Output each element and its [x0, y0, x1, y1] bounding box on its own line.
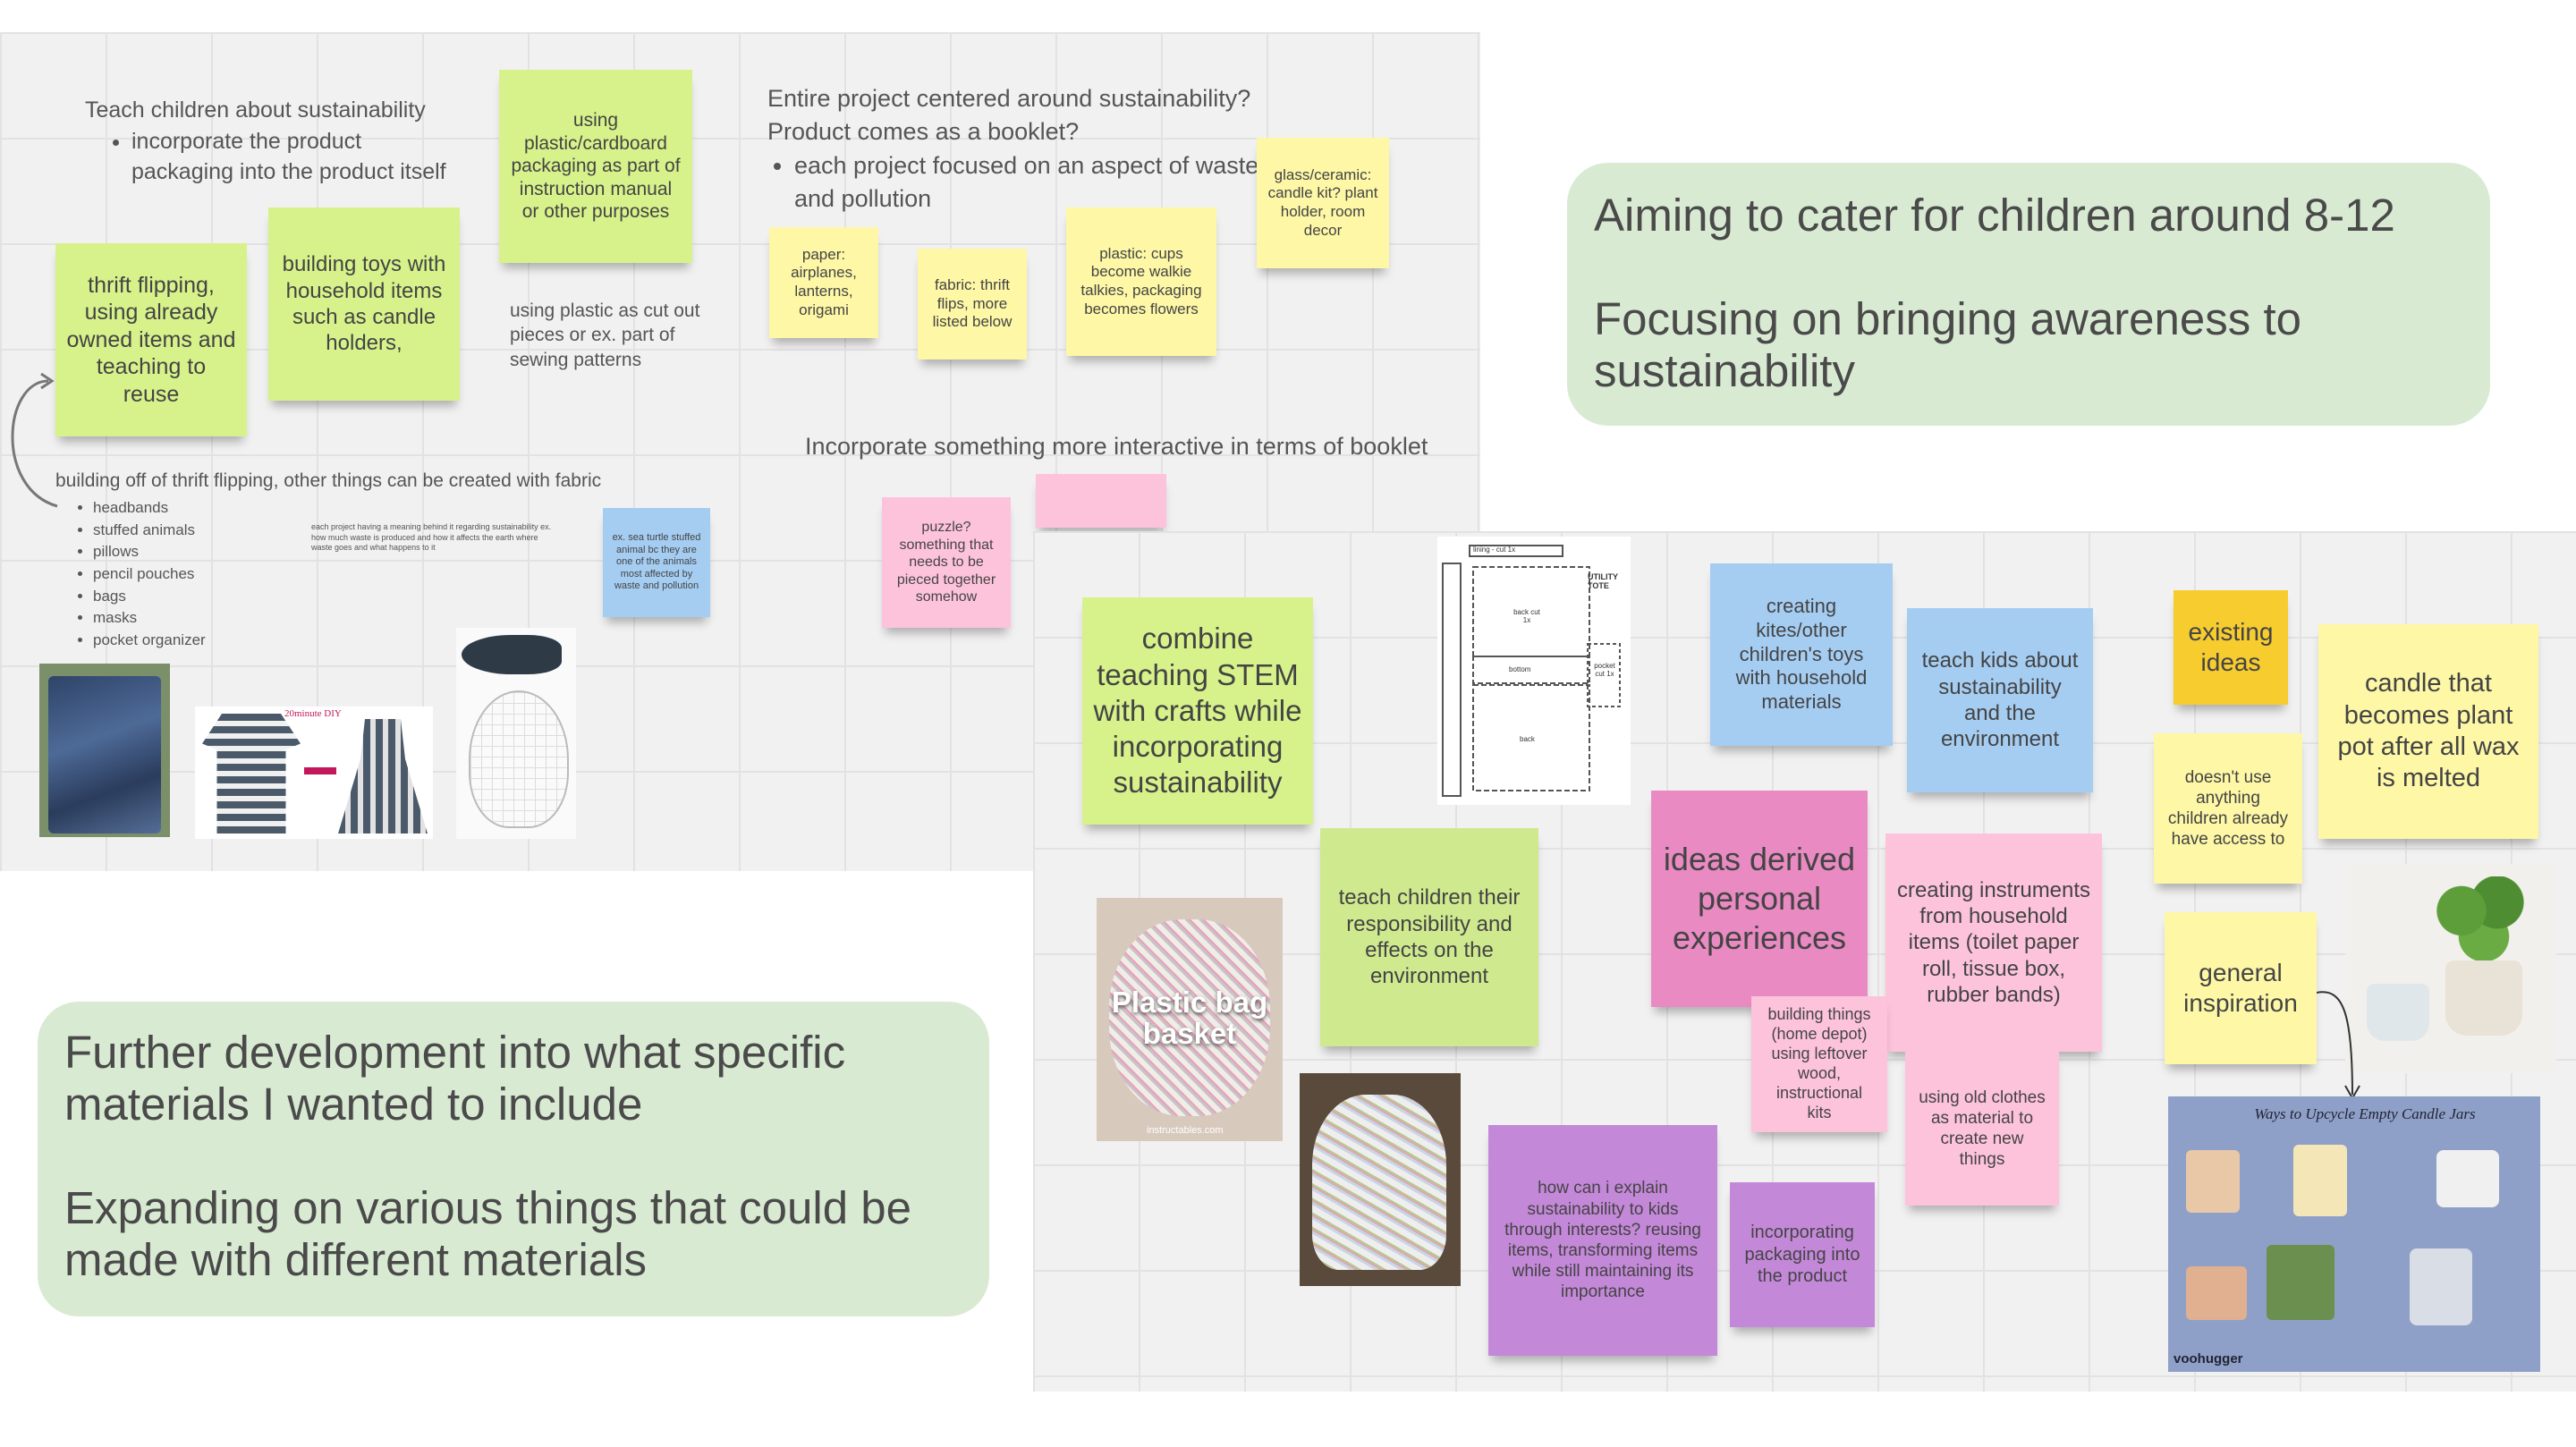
tote-label: back — [1520, 735, 1535, 743]
connector-arrow — [11, 372, 58, 508]
fabric-item: pencil pouches — [93, 563, 682, 586]
candle-jars-brand: voohugger — [2174, 1351, 2243, 1367]
note-candle-plant-pot[interactable]: candle that becomes plant pot after all … — [2318, 624, 2538, 839]
note-puzzle[interactable]: puzzle? something that needs to be piece… — [882, 497, 1011, 628]
plastic-bag-tote-image[interactable] — [1300, 1073, 1461, 1286]
jar-shape — [2267, 1245, 2334, 1320]
note-paper[interactable]: paper: airplanes, lanterns, origami — [769, 227, 878, 338]
left-board[interactable]: Teach children about sustainability inco… — [0, 32, 1480, 871]
pot-small-shape — [2367, 984, 2429, 1041]
fabric-text[interactable]: building off of thrift flipping, other t… — [55, 470, 682, 651]
note-explain-sustainability[interactable]: how can i explain sustainability to kids… — [1488, 1125, 1717, 1356]
note-existing-ideas[interactable]: existing ideas — [2174, 590, 2288, 705]
fabric-heading: building off of thrift flipping, other t… — [55, 470, 602, 491]
panel-top-para1: Aiming to cater for children around 8-12 — [1594, 190, 2395, 241]
note-incorporating-packaging[interactable]: incorporating packaging into the product — [1730, 1182, 1875, 1327]
denim-bag-image[interactable] — [39, 664, 170, 837]
jar-shape — [2186, 1266, 2247, 1320]
sustainability-heading: Teach children about sustainability — [85, 97, 426, 123]
note-thrift-flipping[interactable]: thrift flipping, using already owned ite… — [55, 243, 247, 436]
project-line-2: Product comes as a booklet? — [767, 118, 1080, 146]
basket-shape — [1109, 919, 1270, 1116]
basket-credit: instructables.com — [1147, 1125, 1224, 1136]
inspiration-arrow — [2317, 991, 2360, 1101]
note-glass-ceramic[interactable]: glass/ceramic: candle kit? plant holder,… — [1257, 138, 1389, 268]
whale-pattern-image[interactable] — [456, 628, 576, 839]
interactive-text[interactable]: Incorporate something more interactive i… — [805, 433, 1428, 460]
plaid-dress-shape — [338, 719, 428, 834]
tote-label: back cut 1x — [1513, 608, 1540, 624]
note-building-toys[interactable]: building toys with household items such … — [268, 207, 460, 401]
fabric-item: headbands — [93, 497, 682, 520]
jar-shape — [2186, 1150, 2240, 1213]
small-meaning-text[interactable]: each project having a meaning behind it … — [311, 522, 552, 553]
candle-jars-title: Ways to Upcycle Empty Candle Jars — [2254, 1105, 2476, 1122]
fabric-item: bags — [93, 586, 682, 608]
candle-jars-infographic[interactable]: Ways to Upcycle Empty Candle Jars voohug… — [2168, 1096, 2540, 1372]
note-building-things[interactable]: building things (home depot) using lefto… — [1751, 996, 1887, 1132]
panel-top-para2: Focusing on bringing awareness to sustai… — [1594, 293, 2301, 397]
note-packaging[interactable]: using plastic/cardboard packaging as par… — [499, 70, 692, 263]
pattern-outline — [469, 690, 569, 828]
tote-label: bottom — [1509, 665, 1531, 673]
bag-tote-shape — [1312, 1095, 1446, 1270]
panel-target-audience[interactable]: Aiming to cater for children around 8-12… — [1567, 163, 2490, 426]
plastic-cutout-text[interactable]: using plastic as cut out pieces or ex. p… — [510, 300, 700, 370]
plastic-bag-basket-image[interactable]: Plastic bag basket instructables.com — [1097, 898, 1283, 1141]
note-personal-experiences[interactable]: ideas derived personal experiences — [1651, 791, 1868, 1007]
project-line-1: Entire project centered around sustainab… — [767, 85, 1251, 112]
note-instruments[interactable]: creating instruments from household item… — [1885, 834, 2102, 1052]
panel-bottom-para1: Further development into what specific m… — [64, 1027, 846, 1130]
panel-further-development[interactable]: Further development into what specific m… — [38, 1002, 989, 1316]
fabric-item: pocket organizer — [93, 630, 682, 652]
tote-title: UTILITY TOTE — [1588, 572, 1618, 590]
utility-tote-pattern[interactable]: UTILITY TOTE lining - cut 1x back cut 1x… — [1437, 537, 1631, 805]
sustainability-bullet: incorporate the product packaging into t… — [131, 126, 461, 188]
fabric-item: stuffed animals — [93, 520, 682, 542]
note-responsibility[interactable]: teach children their responsibility and … — [1320, 828, 1538, 1046]
note-doesnt-use[interactable]: doesn't use anything children already ha… — [2154, 733, 2302, 884]
note-creating-kites[interactable]: creating kites/other children's toys wit… — [1710, 563, 1893, 746]
fabric-item: pillows — [93, 541, 682, 563]
diy-label: 20minute DIY — [284, 708, 342, 719]
whale-shape — [462, 635, 562, 674]
arrow-shape — [304, 767, 336, 774]
note-blank-pink[interactable] — [1036, 474, 1166, 528]
note-sea-turtle[interactable]: ex. sea turtle stuffed animal bc they ar… — [603, 508, 710, 617]
project-text[interactable]: Entire project centered around sustainab… — [767, 82, 1268, 216]
right-board[interactable]: combine teaching STEM with crafts while … — [1033, 531, 2576, 1392]
plaid-shirt-shape — [202, 714, 301, 834]
sustainability-text[interactable]: Teach children about sustainability inco… — [85, 95, 461, 188]
jar-shape — [2410, 1248, 2472, 1325]
note-combine-stem[interactable]: combine teaching STEM with crafts while … — [1082, 597, 1313, 825]
note-old-clothes[interactable]: using old clothes as material to create … — [1905, 1052, 2059, 1206]
tote-label: lining - cut 1x — [1473, 546, 1516, 554]
note-general-inspiration[interactable]: general inspiration — [2165, 912, 2317, 1064]
pot-large-shape — [2445, 960, 2522, 1036]
note-plastic-cups[interactable]: plastic: cups become walkie talkies, pac… — [1066, 207, 1216, 356]
note-fabric[interactable]: fabric: thrift flips, more listed below — [918, 249, 1027, 360]
plant-leaves-shape — [2435, 876, 2524, 962]
candle-plant-image[interactable] — [2345, 864, 2556, 1073]
jar-shape — [2293, 1145, 2347, 1216]
project-bullet: each project focused on an aspect of was… — [794, 149, 1268, 216]
shirt-to-dress-image[interactable]: 20minute DIY — [195, 707, 433, 839]
basket-label: Plastic bag basket — [1111, 986, 1268, 1050]
jar-shape — [2436, 1150, 2499, 1207]
tote-label: pocket cut 1x — [1594, 662, 1615, 678]
tote-pattern-drawing — [1442, 545, 1621, 797]
note-teach-kids[interactable]: teach kids about sustainability and the … — [1907, 608, 2093, 792]
fabric-item: masks — [93, 607, 682, 630]
panel-bottom-para2: Expanding on various things that could b… — [64, 1182, 911, 1286]
denim-bag-shape — [48, 676, 161, 834]
